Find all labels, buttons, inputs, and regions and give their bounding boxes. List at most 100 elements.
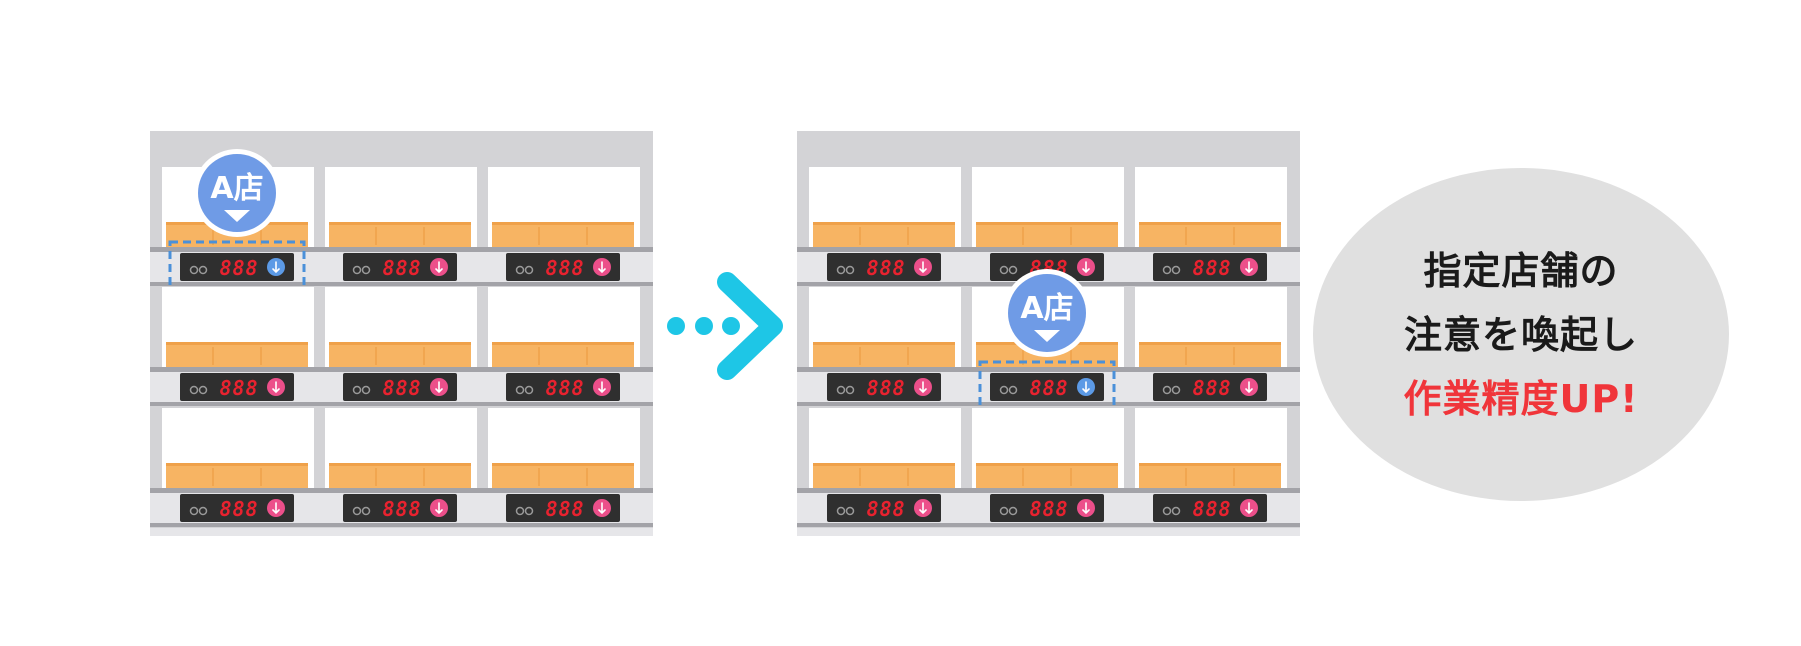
bin-body (813, 222, 955, 247)
indicator-display: 888 (827, 253, 941, 281)
bin-rim (492, 222, 634, 225)
bin-body (1139, 342, 1281, 367)
shelf-edge (150, 488, 653, 493)
bin-body (329, 342, 471, 367)
arrow-dot (695, 317, 713, 335)
arrow-down-icon (598, 502, 606, 515)
shelf-edge (150, 282, 653, 286)
small-button-icon (352, 265, 362, 275)
small-button-icon (189, 265, 199, 275)
indicator-display: 888 (1153, 373, 1267, 401)
bin-body (492, 463, 634, 488)
indicator-display: 888 (506, 494, 620, 522)
display-body (506, 253, 620, 281)
message-line-2: 注意を喚起し (1403, 312, 1638, 357)
display-body (180, 494, 294, 522)
small-button-icon (352, 506, 362, 516)
indicator-display: 888 (343, 373, 457, 401)
digit-readout: 888 (866, 376, 905, 400)
digit-readout: 888 (219, 256, 258, 280)
shelf-edge (150, 523, 653, 527)
bin-rim (976, 463, 1118, 466)
bin-rim (492, 463, 634, 466)
message-bubble: 指定店舗の 注意を喚起し 作業精度UP! (1313, 168, 1729, 501)
bin-rim (1139, 463, 1281, 466)
bin-rim (1139, 222, 1281, 225)
bin-body (492, 222, 634, 247)
small-button-icon (198, 265, 208, 275)
display-body (827, 253, 941, 281)
small-button-icon (515, 506, 525, 516)
small-button-icon (1162, 385, 1172, 395)
small-button-icon (361, 385, 371, 395)
bin-body (166, 342, 308, 367)
arrow-down-icon (435, 381, 443, 394)
digit-readout: 888 (866, 256, 905, 280)
display-body (1153, 253, 1267, 281)
indicator-display: 888 (506, 253, 620, 281)
display-body (180, 253, 294, 281)
digit-readout: 888 (1029, 376, 1068, 400)
small-button-icon (1162, 265, 1172, 275)
indicator-display: 888 (1153, 494, 1267, 522)
digit-readout: 888 (219, 376, 258, 400)
display-body (827, 373, 941, 401)
arrow-down-icon (272, 381, 280, 394)
small-button-icon (524, 265, 534, 275)
display-body (180, 373, 294, 401)
marker-badge (1008, 274, 1086, 352)
digit-readout: 888 (866, 497, 905, 521)
small-button-icon (836, 506, 846, 516)
storage-bin (329, 222, 471, 247)
arrow-down-icon (1245, 261, 1253, 274)
arrow-dot (722, 317, 740, 335)
display-body (506, 373, 620, 401)
digit-readout: 888 (1192, 256, 1231, 280)
bin-rim (329, 222, 471, 225)
digit-readout: 888 (382, 376, 421, 400)
shelf-edge (797, 488, 1300, 493)
display-body (1153, 494, 1267, 522)
storage-bin (813, 463, 955, 488)
store-marker: A店 (1003, 269, 1091, 357)
arrow-down-icon (919, 502, 927, 515)
indicator-display: 888 (990, 373, 1104, 401)
storage-bin (1139, 222, 1281, 247)
arrow-dot (667, 317, 685, 335)
indicator-display: 888 (506, 373, 620, 401)
storage-bin (492, 342, 634, 367)
digit-readout: 888 (382, 497, 421, 521)
display-body (343, 373, 457, 401)
digit-readout: 888 (1192, 497, 1231, 521)
bin-body (813, 342, 955, 367)
marker-label: A店 (1020, 291, 1073, 326)
arrow-down-icon (435, 261, 443, 274)
indicator-display: 888 (343, 253, 457, 281)
shelf-edge (150, 247, 653, 252)
display-body (990, 253, 1104, 281)
digit-readout: 888 (545, 256, 584, 280)
message-line-3: 作業精度UP! (1403, 376, 1639, 421)
bin-rim (492, 342, 634, 345)
indicator-display: 888 (180, 373, 294, 401)
bin-body (813, 463, 955, 488)
small-button-icon (836, 385, 846, 395)
digit-readout: 888 (1029, 497, 1068, 521)
bin-body (1139, 222, 1281, 247)
small-button-icon (198, 385, 208, 395)
small-button-icon (836, 265, 846, 275)
storage-bin (329, 463, 471, 488)
store-marker: A店 (193, 149, 281, 237)
shelf-edge (797, 402, 1300, 406)
bin-rim (329, 342, 471, 345)
digit-readout: 888 (1192, 376, 1231, 400)
small-button-icon (999, 506, 1009, 516)
digit-readout: 888 (219, 497, 258, 521)
bin-rim (813, 222, 955, 225)
small-button-icon (515, 265, 525, 275)
indicator-display: 888 (1153, 253, 1267, 281)
shelf-edge (150, 402, 653, 406)
arrow-down-icon (1082, 261, 1090, 274)
small-button-icon (845, 506, 855, 516)
storage-bin (976, 463, 1118, 488)
